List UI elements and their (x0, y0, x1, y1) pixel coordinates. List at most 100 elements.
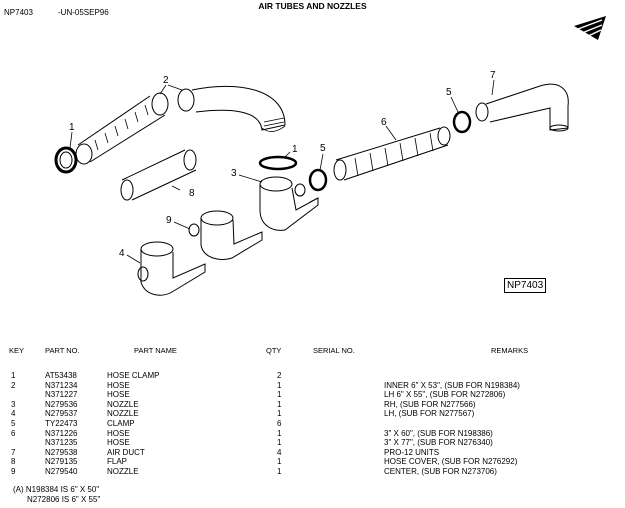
row-part-name: HOSE (107, 380, 130, 390)
row-key (0, 390, 45, 400)
row-qty: 1 (277, 428, 282, 438)
large-hose-drawing (75, 85, 286, 165)
col-serial-no: SERIAL NO. (313, 346, 355, 355)
row-remarks: 3" X 77", (SUB FOR N276340) (384, 438, 493, 448)
row-part-no: N279135 (45, 457, 78, 467)
row-key: 5 (11, 418, 16, 428)
row-part-name: CLAMP (107, 418, 135, 428)
clamp-drawing-2 (452, 110, 472, 134)
row-remarks (384, 371, 520, 381)
table-row: N371227 HOSE 1 LH 6" X 55", (SUB FOR N27280… (0, 390, 520, 400)
row-remarks: INNER 6" X 53", (SUB FOR N198384) (384, 380, 520, 390)
row-part-name: NOZZLE (107, 409, 139, 419)
col-remarks: REMARKS (491, 346, 529, 355)
row-qty: 1 (277, 390, 282, 400)
row-remarks: PRO-12 UNITS (384, 447, 440, 457)
document-id: NP7403 (4, 8, 33, 17)
row-part-no: N279537 (45, 409, 78, 419)
callout-label: 1 (292, 144, 298, 155)
figure-id-box: NP7403 (504, 278, 547, 293)
nozzle-lh-drawing (137, 241, 206, 296)
row-part-no: N371234 (45, 380, 78, 390)
row-part-no: TY22473 (45, 418, 78, 428)
row-part-name: AIR DUCT (107, 447, 145, 457)
row-part-no: AT53438 (45, 371, 77, 380)
row-key: 8 (11, 457, 16, 467)
table-row: 8 N279135 FLAP 1 HOSE COVER, (SUB FOR N27629… (0, 457, 520, 467)
air-duct-drawing (475, 83, 569, 132)
footnote-line: N272806 IS 6" X 55" (27, 495, 101, 504)
row-part-no: N371235 (45, 438, 78, 448)
document-date: -UN-05SEP96 (58, 8, 109, 17)
row-part-no: N371226 (45, 428, 78, 438)
row-qty: 1 (277, 466, 282, 476)
callout-label: 1 (69, 122, 75, 133)
row-part-name: HOSE CLAMP (107, 371, 160, 380)
col-part-name: PART NAME (134, 346, 177, 355)
row-qty: 1 (277, 380, 282, 390)
callout-label: 8 (189, 188, 195, 199)
row-remarks: HOSE COVER, (SUB FOR N276292) (384, 457, 518, 467)
row-key: 6 (11, 428, 16, 438)
row-remarks: RH, (SUB FOR N277566) (384, 399, 476, 409)
row-key (0, 438, 45, 448)
row-part-no: N279540 (45, 466, 78, 476)
callout-label: 7 (490, 70, 496, 81)
row-remarks (384, 419, 520, 429)
direction-arrow-icon (574, 16, 606, 40)
callout-label: 9 (166, 215, 172, 226)
callout-label: 5 (320, 143, 326, 154)
row-part-name: HOSE (107, 428, 130, 438)
callout-label: 5 (446, 87, 452, 98)
row-key: 1 (11, 371, 16, 380)
row-part-no: N371227 (45, 390, 78, 400)
row-remarks: 3" X 60", (SUB FOR N198386) (384, 428, 493, 438)
row-part-no: N279538 (45, 447, 78, 457)
row-part-name: NOZZLE (107, 399, 139, 409)
footnote-line: (A) N198384 IS 6" X 50" (13, 485, 100, 494)
row-remarks: LH, (SUB FOR N277567) (384, 409, 475, 419)
row-qty: 1 (277, 409, 282, 419)
nozzle-rh-drawing (259, 176, 319, 231)
hose-clamp-drawing (54, 146, 78, 174)
footnote: (A) N198384 IS 6" X 50" N272806 IS 6" X … (13, 485, 100, 505)
row-part-no: N279536 (45, 399, 78, 409)
row-remarks: CENTER, (SUB FOR N273706) (384, 466, 497, 476)
row-part-name: HOSE (107, 438, 130, 448)
row-remarks: LH 6" X 55", (SUB FOR N272806) (384, 390, 506, 400)
nozzle-center-drawing (188, 210, 263, 260)
table-row: 9 N279540 NOZZLE 1 CENTER, (SUB FOR N273706) (0, 467, 520, 477)
parts-diagram: 1 2 1 3 9 4 8 5 5 6 7 (54, 70, 569, 296)
row-key: 2 (11, 380, 16, 390)
table-row: 2 N371234 HOSE 1 INNER 6" X 53", (SUB FOR N1… (0, 381, 520, 391)
callout-label: 2 (163, 75, 169, 86)
row-qty: 1 (277, 457, 282, 467)
row-key: 7 (11, 447, 16, 457)
callout-label: 4 (119, 248, 125, 259)
col-part-no: PART NO. (45, 346, 80, 355)
row-part-name: HOSE (107, 390, 130, 400)
row-qty: 1 (277, 438, 282, 448)
row-qty: 2 (277, 371, 282, 380)
row-qty: 6 (277, 418, 282, 428)
col-key: KEY (9, 346, 25, 355)
table-row: 5 TY22473 CLAMP 6 (0, 419, 520, 429)
callout-label: 3 (231, 168, 237, 179)
row-part-name: FLAP (107, 457, 128, 467)
table-row: 7 N279538 AIR DUCT 4 PRO-12 UNITS (0, 448, 520, 458)
table-row: 1 AT53438 HOSE CLAMP 2 (0, 371, 520, 381)
row-part-name: NOZZLE (107, 466, 139, 476)
table-row: N371235 HOSE 1 3" X 77", (SUB FOR N276340) (0, 438, 520, 448)
page-title: AIR TUBES AND NOZZLES (258, 1, 367, 11)
row-qty: 1 (277, 399, 282, 409)
table-row: 6 N371226 HOSE 1 3" X 60", (SUB FOR N198386) (0, 429, 520, 439)
row-key: 9 (11, 466, 16, 476)
callout-label: 6 (381, 117, 387, 128)
clamp-drawing (308, 168, 328, 192)
small-hose-drawing (333, 126, 451, 181)
row-qty: 4 (277, 447, 282, 457)
flap-drawing (120, 149, 197, 201)
